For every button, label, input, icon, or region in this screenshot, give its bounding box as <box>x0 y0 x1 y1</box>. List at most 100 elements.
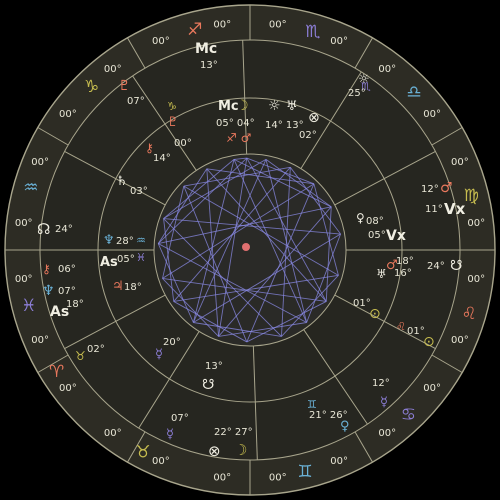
capricorn-icon: ♑ <box>84 77 99 97</box>
sign-boundary-line <box>37 127 69 146</box>
venus-icon: ♀ <box>356 211 365 225</box>
aspect-line <box>173 167 291 302</box>
outer-degree-label: 00° <box>15 274 33 285</box>
aspect-line <box>265 159 308 323</box>
sun-outer-degree: 25° <box>348 88 366 99</box>
mc-moon-degree: 05° 04° <box>216 118 255 129</box>
aspect-line <box>218 157 248 337</box>
aspect-line <box>325 206 332 302</box>
outer-degree-label: 00° <box>330 456 348 467</box>
zodiac-sign-glyphs: ♈♉♊♋♌♍♎♏♐♑♒♓ <box>21 20 479 482</box>
outer-degree-label: 00° <box>15 218 33 229</box>
house-cusp-line <box>64 150 166 206</box>
outer-degree-label: 00° <box>213 472 231 483</box>
aspect-line <box>206 168 327 302</box>
aquarius-icon: ♒ <box>23 178 38 198</box>
venus-gemini-icon: ♀ <box>340 419 350 434</box>
pluto-degree-1: 07° <box>127 96 145 107</box>
house-cusp-line <box>242 40 248 155</box>
vertex-inner-degree: 05° <box>368 230 386 241</box>
aspect-line <box>233 157 247 160</box>
house-cusp-line <box>132 75 197 171</box>
mars-virgo-degree: 18° <box>396 256 414 267</box>
planet-labels: Mc 13° Mc ☽ 05° 04° ♐ ♂ ♇ 07° ♇ 00° ⚷ 14… <box>37 41 466 460</box>
chiron-glyph: ⚷ <box>145 141 154 155</box>
saturn-icon: ♄ <box>116 174 128 189</box>
node-virgo-icon: ☋ <box>450 258 462 274</box>
aspect-line <box>192 159 235 323</box>
uranus-virgo-icon: ♅ <box>376 267 387 281</box>
mars-outer-degree: 12° <box>421 184 439 195</box>
aspect-line <box>233 159 308 323</box>
node-south-icon: ☋ <box>202 377 214 393</box>
pof-icon: ⊗ <box>308 110 320 126</box>
sign-boundary-line <box>127 37 146 69</box>
outer-degree-label: 00° <box>31 157 49 168</box>
leo-degree: 01° <box>407 326 425 337</box>
aspect-line <box>246 301 327 343</box>
gemini-icon: ♊ <box>298 462 313 482</box>
venus-degree: 08° <box>366 216 384 227</box>
gemini-mini-icon: ♊ <box>307 398 317 411</box>
neptune-outer-icon: ♆ <box>42 283 55 299</box>
virgo-icon: ♍ <box>464 186 479 206</box>
taurus-mini-icon: ♉ <box>75 349 86 363</box>
vertex-outer-label: Vx <box>444 200 466 218</box>
house-cusp-line <box>252 345 258 460</box>
aspect-line <box>246 157 327 302</box>
sign-boundary-line <box>431 127 463 146</box>
aspect-line <box>265 159 332 208</box>
aspect-line <box>246 157 315 185</box>
outer-degree-label: 00° <box>59 109 77 120</box>
moon-gemini-degree: 22° 27° <box>214 427 253 438</box>
house-cusp-lines <box>5 5 495 495</box>
sun-icon: ☼ <box>268 98 281 114</box>
aspect-line <box>173 301 248 343</box>
outer-degree-label: 00° <box>104 64 122 75</box>
libra-icon: ♎ <box>406 83 421 103</box>
outer-degree-label: 00° <box>378 428 396 439</box>
chiron-pisces-glyph: ⚷ <box>42 262 51 276</box>
leo-icon: ♌ <box>462 304 477 324</box>
neptune-outer-degree: 07° <box>58 286 76 297</box>
outer-degree-label: 00° <box>423 109 441 120</box>
node-virgo-degree: 24° <box>427 261 445 272</box>
neptune-icon: ♆ <box>103 233 115 248</box>
chiron-degree: 14° <box>153 153 171 164</box>
outer-degree-label: 00° <box>269 20 287 31</box>
aspect-line <box>246 183 315 343</box>
aspect-line <box>281 275 339 337</box>
scorpio-icon: ♏ <box>305 22 320 42</box>
house-cusp-line <box>300 71 362 169</box>
taurus-icon: ♉ <box>135 442 150 462</box>
outer-degree-label: 00° <box>467 218 485 229</box>
house-cusp-line <box>303 329 368 425</box>
aspect-line <box>157 157 248 244</box>
aspect-line <box>162 185 185 279</box>
as-label-outer: As <box>50 304 69 320</box>
node-degree: 24° <box>55 224 73 235</box>
outer-degree-label: 00° <box>213 20 231 31</box>
leo-mini-icon: ♌ <box>396 320 406 333</box>
house-cusp-line <box>334 150 436 206</box>
sign-boundary-line <box>127 431 146 463</box>
aspect-line <box>173 274 339 302</box>
mercury-degree: 12° <box>372 378 390 389</box>
pof-virgo-degree: 01° <box>353 298 371 309</box>
node-south-degree: 13° <box>205 361 223 372</box>
sun-outer-icon: ☼ <box>358 72 370 87</box>
vertex-inner-label: Vx <box>386 228 406 244</box>
moon-icon-inner: ☽ <box>236 98 249 114</box>
aquarius-mini-icon: ♒ <box>136 234 146 247</box>
aspect-line <box>218 206 332 337</box>
pluto-icon-1: ♇ <box>118 78 131 94</box>
aspect-line <box>193 233 341 323</box>
house-cusp-line <box>64 294 166 350</box>
uranus-virgo-degree: 16° <box>394 268 412 279</box>
aspect-line <box>162 278 219 337</box>
aspect-disc <box>153 153 347 347</box>
outer-degree-label: 00° <box>152 36 170 47</box>
chiron-pisces-degree: 06° <box>58 264 76 275</box>
outer-degree-label: 00° <box>269 472 287 483</box>
house-cusp-line <box>334 294 436 350</box>
